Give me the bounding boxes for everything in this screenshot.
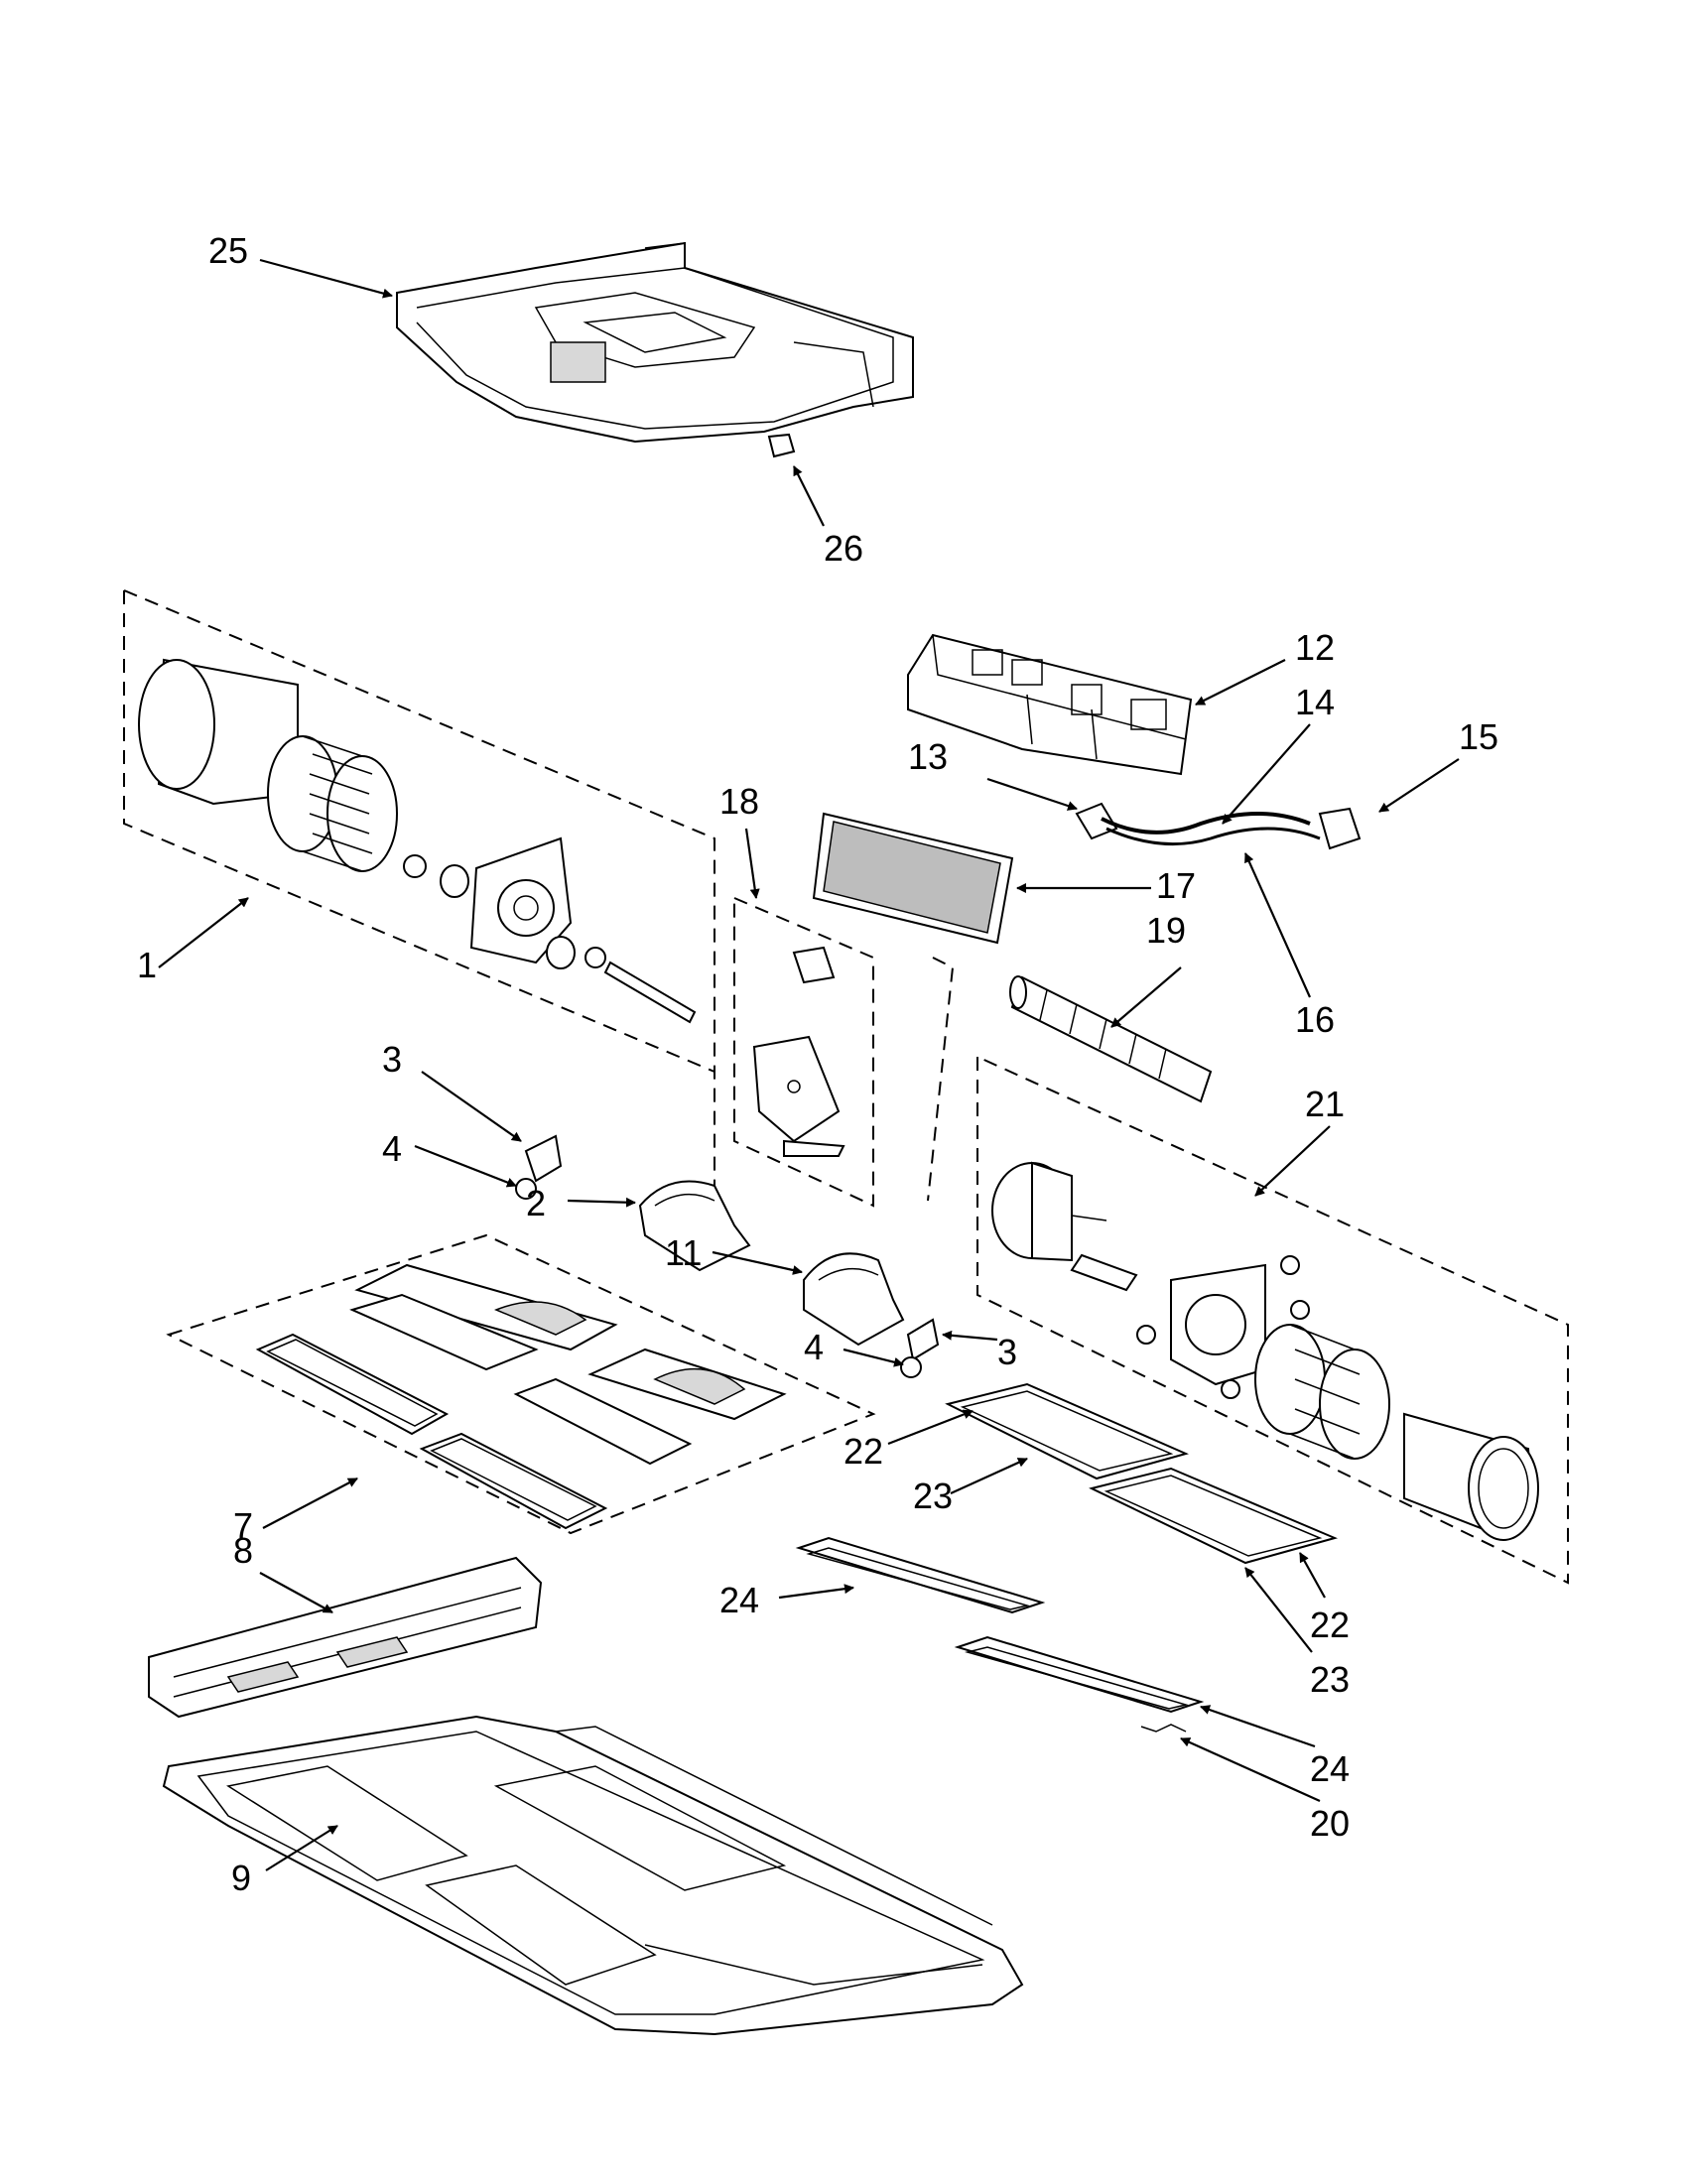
- callout-22-right: 22: [1310, 1605, 1350, 1645]
- blower-assembly-part-1: [123, 589, 715, 1230]
- callout-leaders: [158, 258, 1460, 1871]
- callout-21: 21: [1305, 1084, 1345, 1124]
- callout-4-left: 4: [382, 1128, 402, 1169]
- rail-part-8: [148, 1556, 543, 1719]
- callout-8: 8: [233, 1530, 253, 1571]
- callout-2: 2: [526, 1183, 546, 1223]
- callout-7: 7: [233, 1505, 253, 1546]
- coupler-parts-3-4-left: [515, 1134, 563, 1200]
- callout-22-left: 22: [844, 1431, 883, 1472]
- callout-16: 16: [1295, 999, 1335, 1040]
- callout-labels: 25 26 12 14 15 13 18 17 16 19 1 3 4 21 2…: [137, 230, 1498, 1898]
- guide-line: [927, 957, 955, 1202]
- coupler-parts-3-4-right: [900, 1318, 940, 1378]
- callout-15: 15: [1459, 716, 1498, 757]
- callout-4-right: 4: [804, 1327, 824, 1367]
- callout-9: 9: [231, 1858, 251, 1898]
- wire-harness-parts-13-16: [1075, 802, 1362, 850]
- duct-cover-part-2: [638, 1180, 751, 1272]
- callout-26: 26: [824, 528, 863, 569]
- callout-23-right: 23: [1310, 1659, 1350, 1700]
- callout-20: 20: [1310, 1803, 1350, 1844]
- filter-panel-part-17: [812, 812, 1014, 945]
- callout-23-left: 23: [913, 1476, 953, 1516]
- callout-18: 18: [719, 781, 759, 822]
- callout-1: 1: [137, 945, 157, 985]
- callout-17: 17: [1156, 865, 1196, 906]
- motor-assembly-part-21: [976, 1055, 1569, 1585]
- callout-3-right: 3: [997, 1332, 1017, 1372]
- bracket-part-18: [733, 896, 874, 1208]
- damper-rod-part-19: [1009, 975, 1213, 1103]
- callout-24-left: 24: [719, 1580, 759, 1620]
- grease-filters-part-7: [166, 1233, 876, 1535]
- callout-19: 19: [1146, 910, 1186, 951]
- callout-13: 13: [908, 736, 948, 777]
- mounting-plate-part-25: [396, 241, 914, 458]
- callout-25: 25: [208, 230, 248, 271]
- filter-frames-parts-22-24: [795, 1382, 1339, 1733]
- callout-24-right: 24: [1310, 1748, 1350, 1789]
- base-pan-part-9: [162, 1715, 1024, 2036]
- callout-14: 14: [1295, 682, 1335, 722]
- callout-11: 11: [665, 1232, 702, 1273]
- callout-12: 12: [1295, 627, 1335, 668]
- duct-cover-part-11: [803, 1252, 905, 1347]
- callout-3-left: 3: [382, 1039, 402, 1080]
- control-board-part-12: [907, 633, 1193, 776]
